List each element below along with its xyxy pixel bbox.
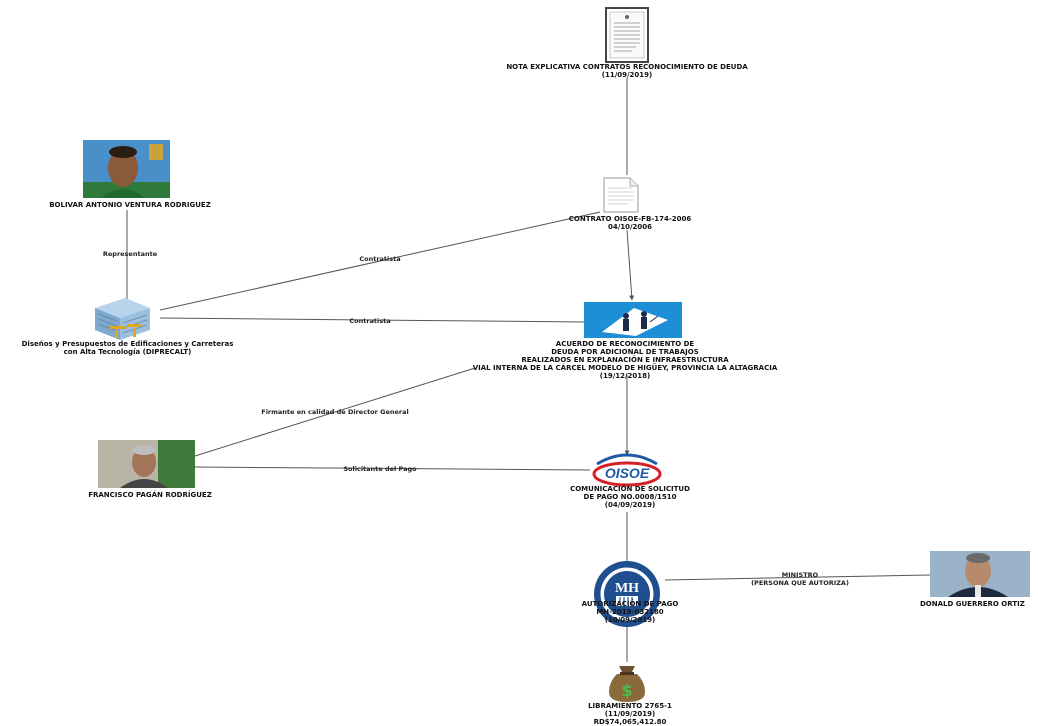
francisco-label: FRANCISCO PAGÁN RODRÍGUEZ [88, 491, 212, 499]
agreement-icon[interactable] [584, 302, 682, 338]
edge-francisco-acuerdo[interactable] [194, 367, 476, 457]
mh-seal-icon[interactable]: MH [594, 561, 660, 627]
edge-diprecalt-acuerdo[interactable] [159, 317, 586, 323]
edge-label-representante: Representante [102, 250, 158, 258]
money-bag-icon[interactable]: $ [609, 666, 645, 702]
acuerdo-label: ACUERDO DE RECONOCIMIENTO DE DEUDA POR A… [472, 340, 778, 380]
building-icon[interactable] [95, 298, 150, 340]
svg-text:$: $ [621, 681, 632, 700]
document-icon[interactable] [605, 7, 649, 63]
donald-label: DONALD GUERRERO ORTIZ [920, 600, 1025, 608]
oisoe-logo-text: OISOE [605, 465, 650, 481]
edge-label-ministro: MINISTRO (PERSONA QUE AUTORIZA) [751, 571, 849, 587]
mh-seal-text: MH [615, 581, 639, 596]
person-photo-icon[interactable] [930, 551, 1030, 597]
diprecalt-label: Diseños y Presupuestos de Edificaciones … [21, 340, 234, 356]
edge-diprecalt-contrato[interactable] [159, 211, 601, 311]
nota-label: NOTA EXPLICATIVA CONTRATOS RECONOCIMIENT… [506, 63, 748, 79]
contrato-label: CONTRATO OISOE-FB-174-2006 04/10/2006 [568, 215, 692, 231]
edge-francisco-oisoe[interactable] [194, 466, 591, 471]
oisoe-logo-icon[interactable]: OISOE [592, 453, 662, 487]
person-photo-icon[interactable] [98, 440, 195, 488]
edge-autorizacion-donald[interactable] [664, 574, 931, 581]
edge-label-firmante: Firmante en calidad de Director General [261, 408, 409, 416]
edge-contrato-acuerdo[interactable] [626, 229, 635, 301]
autorizacion-label: AUTORIZACIÓN DE PAGO MH-2019-032180 (10/… [581, 600, 679, 624]
bolivar-label: BOLIVAR ANTONIO VENTURA RODRIGUEZ [49, 201, 211, 209]
edge-label-contratista-acuerdo: Contratista [349, 317, 391, 325]
edge-label-contratista-contrato: Contratista [359, 255, 401, 263]
person-photo-icon[interactable] [83, 140, 170, 198]
edges [126, 78, 931, 662]
edge-label-solicitante: Solicitante del Pago [343, 465, 417, 473]
oisoe-label: COMUNICACIÓN DE SOLICITUD DE PAGO NO.000… [570, 485, 690, 509]
libramiento-label: LIBRAMIENTO 2765-1 (11/09/2019) RD$74,06… [588, 702, 672, 726]
document-icon[interactable] [603, 177, 639, 213]
